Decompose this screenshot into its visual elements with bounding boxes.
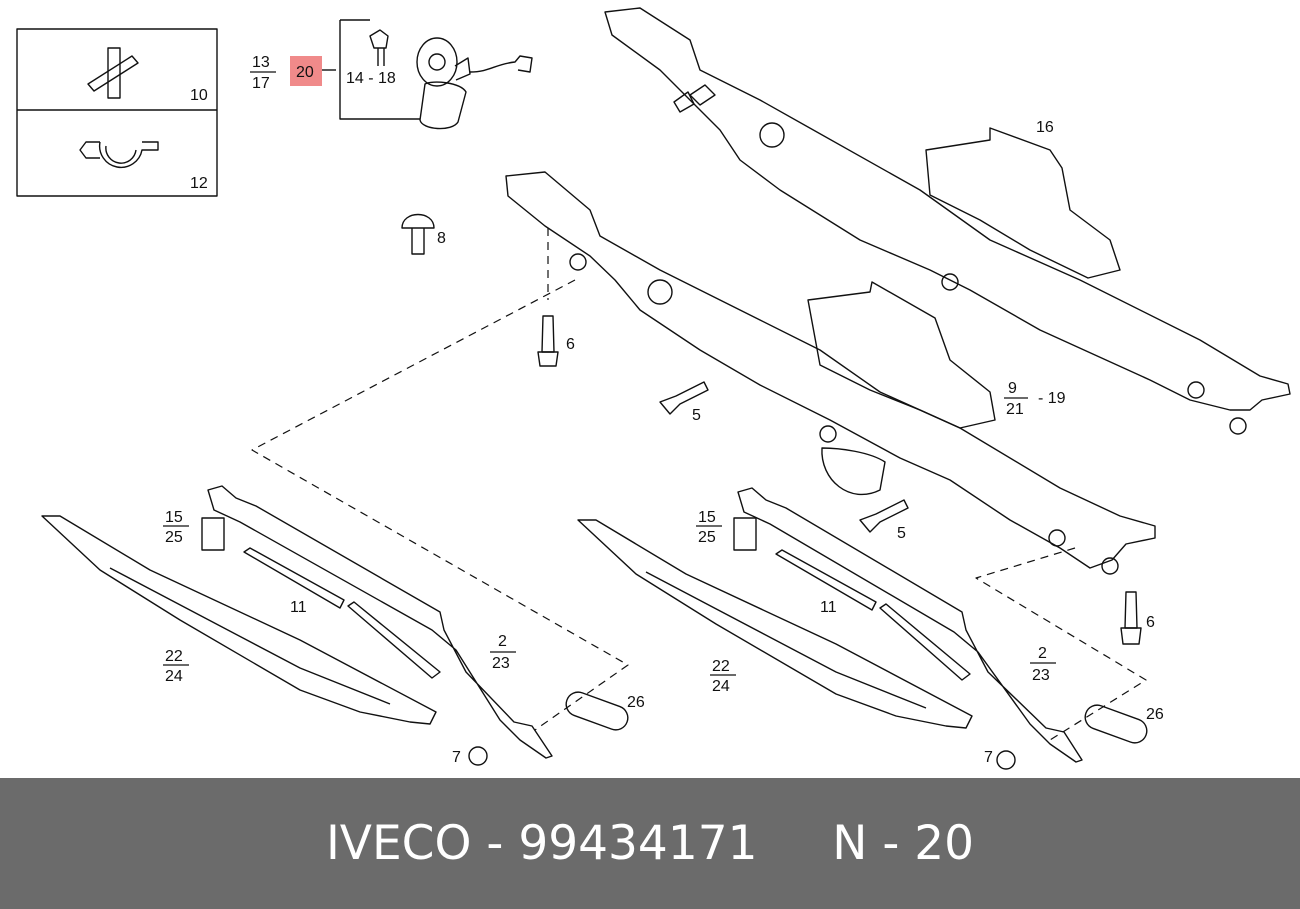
- position-reference: N - 20: [832, 816, 975, 871]
- callout-14-18: 14 - 18: [346, 70, 396, 87]
- footer-gap: [758, 816, 833, 871]
- bolt-5-lower: [859, 499, 909, 533]
- callout-11-left: 11: [290, 599, 307, 616]
- callout-22-left: 22: [165, 648, 183, 665]
- footer-separator: -: [471, 816, 519, 871]
- callout-23-left: 23: [492, 655, 510, 672]
- exploded-parts-diagram: 10 12 13 17 20 14 - 18 16 8 6 5 9 21 - 1…: [16, 7, 1291, 770]
- bolt-6-left: [537, 315, 559, 367]
- callout-23-right: 23: [1032, 667, 1050, 684]
- callout-9: 9: [1008, 380, 1017, 397]
- legend-label-12: 12: [190, 175, 208, 192]
- callout-22-right: 22: [712, 658, 730, 675]
- callout-26-left: 26: [627, 694, 645, 711]
- footer-banner: IVECO - 99434171 N - 20: [0, 778, 1300, 909]
- callout-6-left: 6: [566, 336, 575, 353]
- bolt-5-upper: [659, 381, 709, 415]
- callout-25-right: 25: [698, 529, 716, 546]
- callout-13: 13: [252, 54, 270, 71]
- callout-7-right: 7: [984, 749, 993, 766]
- wiper-arm-left: [201, 485, 553, 759]
- wiper-linkage-lower: [505, 171, 1156, 575]
- callout-20: 20: [296, 64, 314, 81]
- bolt-6-right: [1120, 591, 1142, 645]
- callout-8: 8: [437, 230, 446, 247]
- highlight-callout: [290, 56, 322, 86]
- wiper-linkage-upper: [604, 7, 1291, 435]
- wiper-motor: [339, 19, 533, 130]
- callout-25-left: 25: [165, 529, 183, 546]
- wiper-blade-right: [577, 519, 973, 729]
- callout-15-right: 15: [698, 509, 716, 526]
- leader-lines: [251, 228, 1147, 741]
- callout-7-left: 7: [452, 749, 461, 766]
- callout-17: 17: [252, 75, 270, 92]
- wiper-blade-left: [41, 515, 437, 725]
- bolt-8: [401, 213, 435, 255]
- callout-5-upper: 5: [692, 407, 701, 424]
- legend-label-10: 10: [190, 87, 208, 104]
- callout-24-right: 24: [712, 678, 730, 695]
- hose-clip-icon: [79, 141, 159, 169]
- legend-box: [16, 28, 218, 197]
- callout-5-lower: 5: [897, 525, 906, 542]
- callout-24-left: 24: [165, 668, 183, 685]
- callout-6-right: 6: [1146, 614, 1155, 631]
- part-number: 99434171: [518, 816, 758, 871]
- callout-16: 16: [1036, 119, 1054, 136]
- cover-26-left: [565, 691, 629, 731]
- callout-2-left: 2: [498, 633, 507, 650]
- callout-26-right: 26: [1146, 706, 1164, 723]
- wiper-arm-right: [733, 487, 1083, 763]
- nut-7-left: [468, 746, 488, 766]
- callout-19: - 19: [1038, 390, 1066, 407]
- callout-2-right: 2: [1038, 645, 1047, 662]
- cross-clip-icon: [87, 47, 139, 99]
- cover-26-right: [1084, 704, 1148, 744]
- callout-11-right: 11: [820, 599, 837, 616]
- callout-21: 21: [1006, 401, 1024, 418]
- brand-name: IVECO: [325, 816, 472, 871]
- callout-15-left: 15: [165, 509, 183, 526]
- nut-7-right: [996, 750, 1016, 770]
